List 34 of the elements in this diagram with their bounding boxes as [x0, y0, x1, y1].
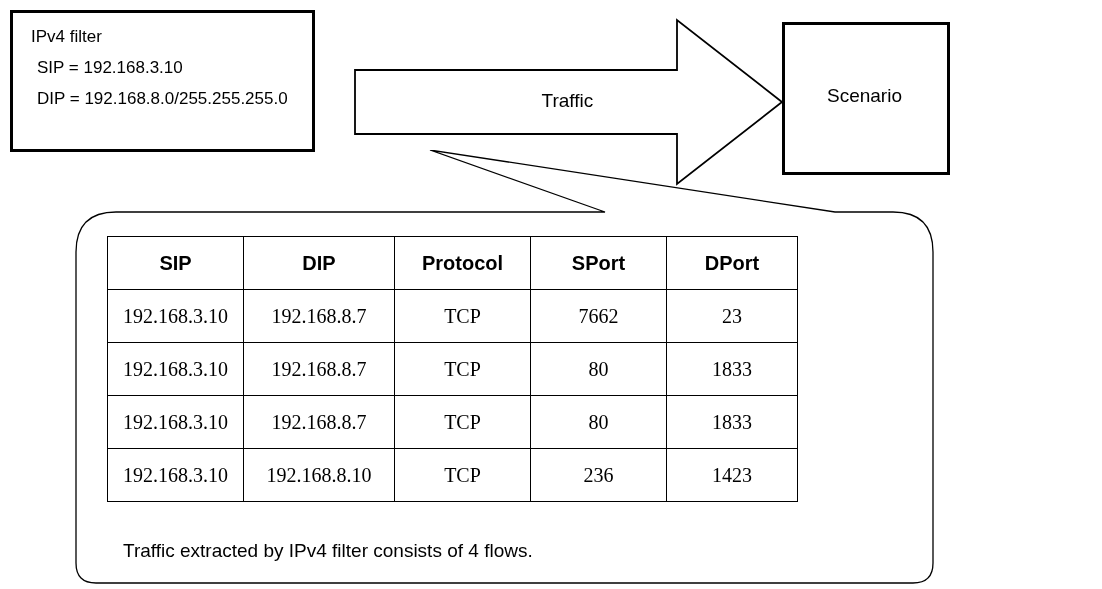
table-cell: 236 — [530, 448, 667, 502]
table-cell: TCP — [394, 395, 531, 449]
filter-title: IPv4 filter — [31, 27, 102, 47]
table-cell: TCP — [394, 342, 531, 396]
table-cell: 192.168.3.10 — [107, 395, 244, 449]
filter-rule: DIP = 192.168.8.0/255.255.255.0 — [37, 89, 288, 109]
note-text: Traffic extracted by IPv4 filter consists of 4 flows. — [123, 540, 533, 562]
scenario-box — [782, 22, 950, 175]
table-cell: 1423 — [666, 448, 798, 502]
header-cell: Protocol — [394, 236, 531, 290]
table-cell: 1833 — [666, 342, 798, 396]
table-cell: 192.168.8.7 — [243, 289, 395, 343]
scenario-label: Scenario — [827, 85, 902, 107]
table-cell: 7662 — [530, 289, 667, 343]
table-cell: 1833 — [666, 395, 798, 449]
callout-bubble — [75, 150, 935, 585]
table-cell: 192.168.3.10 — [107, 448, 244, 502]
table-cell: TCP — [394, 289, 531, 343]
table-cell: 192.168.8.10 — [243, 448, 395, 502]
header-cell: SPort — [530, 236, 667, 290]
table-cell: 80 — [530, 342, 667, 396]
table-cell: 80 — [530, 395, 667, 449]
block-arrow — [354, 18, 784, 186]
table-cell: 192.168.8.7 — [243, 342, 395, 396]
filter-rule: SIP = 192.168.3.10 — [37, 58, 183, 78]
table-cell: 192.168.3.10 — [107, 342, 244, 396]
table-cell: 192.168.3.10 — [107, 289, 244, 343]
header-cell: DPort — [666, 236, 798, 290]
header-cell: DIP — [243, 236, 395, 290]
filter-box — [10, 10, 315, 152]
table-cell: 23 — [666, 289, 798, 343]
table-cell: 192.168.8.7 — [243, 395, 395, 449]
header-cell: SIP — [107, 236, 244, 290]
table-cell: TCP — [394, 448, 531, 502]
